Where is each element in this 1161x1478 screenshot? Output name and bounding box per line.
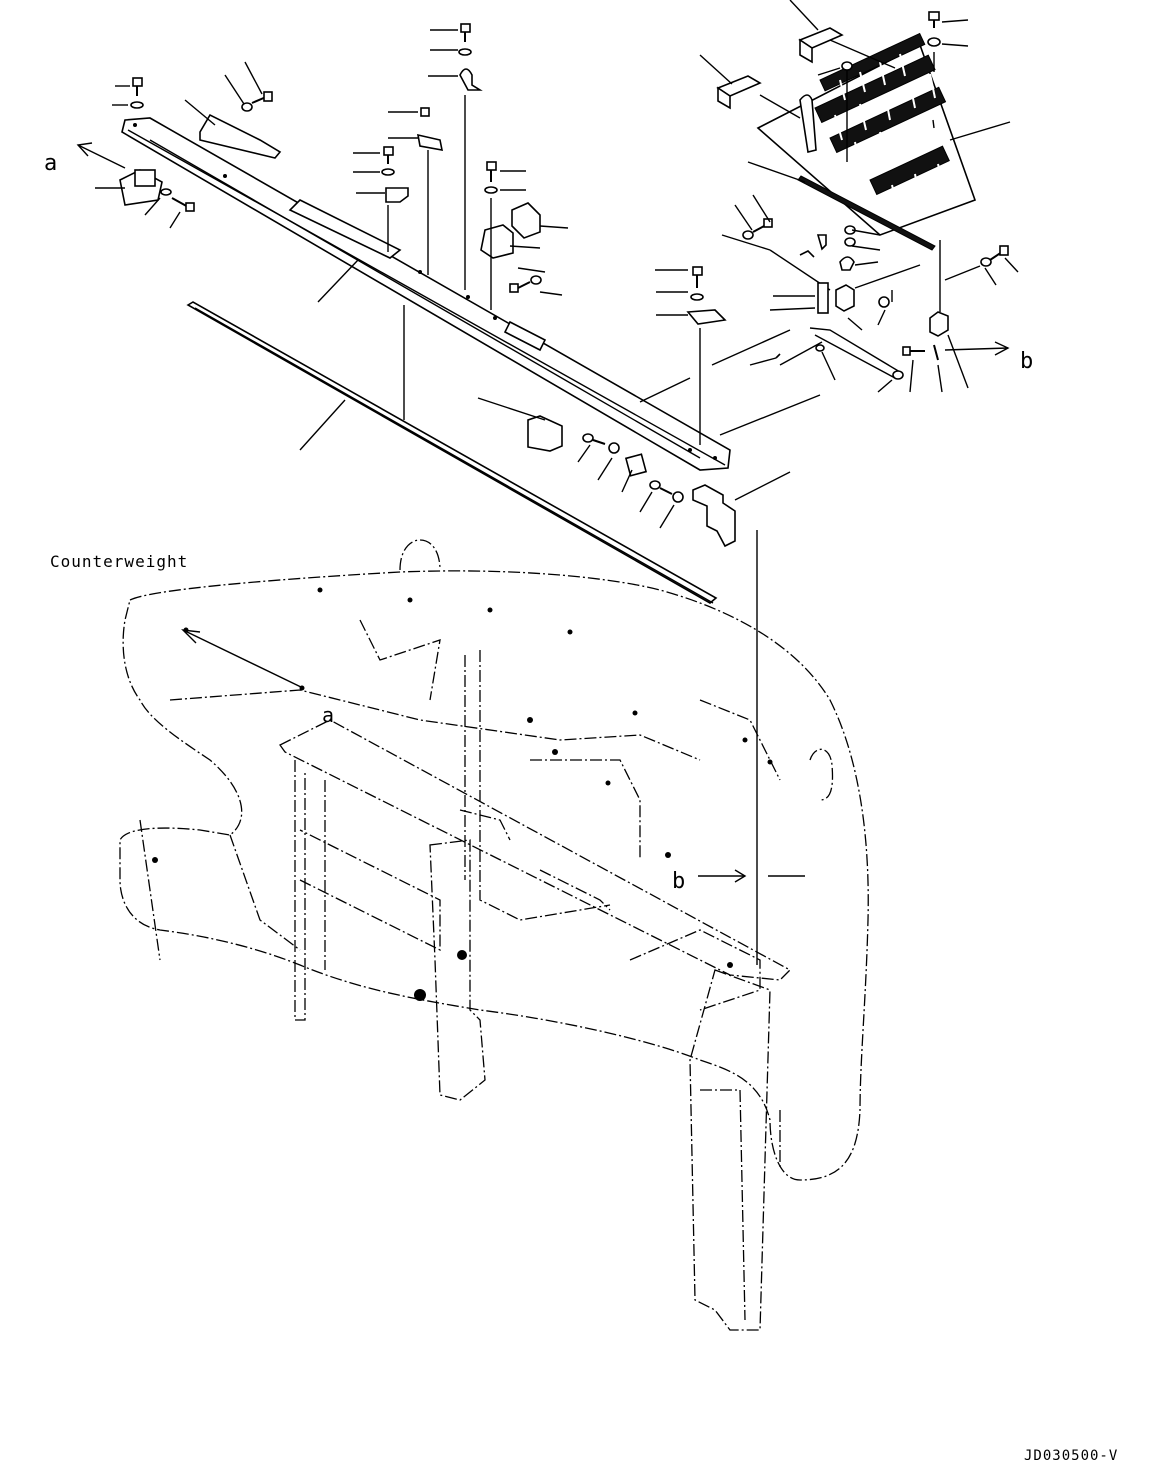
mounting-rail (121, 117, 731, 471)
bolt-icon (655, 266, 727, 445)
ref-a-bottom: a (322, 703, 334, 727)
bolt-icon (927, 11, 969, 312)
mounting-frame (279, 719, 792, 1331)
bolt-icon (480, 161, 569, 310)
bolt-icon (944, 245, 1019, 286)
bolt-icon (509, 267, 563, 296)
ref-a-top: a (44, 151, 57, 176)
bolt-icon (353, 146, 409, 252)
ref-b-top: b (1020, 349, 1033, 374)
counterweight (119, 539, 869, 1181)
bolt-icon (112, 77, 144, 109)
counterweight-label: Counterweight (50, 552, 188, 571)
bolt-icon (144, 188, 195, 229)
seal-strip-right (747, 161, 936, 251)
bolt-icon (428, 23, 483, 290)
seal-strip (186, 259, 718, 604)
bracket-icon (477, 397, 648, 493)
bracket-icon (184, 61, 282, 159)
lock-mechanism (721, 194, 969, 393)
bolt-icon (639, 480, 684, 529)
grating-icon (756, 32, 1011, 236)
arrow-icon (76, 142, 126, 169)
left-end-bracket (95, 169, 163, 206)
arrow-icon (944, 341, 1010, 356)
bracket-icon (789, 0, 896, 69)
bracket-icon (692, 471, 791, 548)
bracket-icon (699, 54, 801, 119)
arrow-icon (181, 629, 304, 689)
handle (799, 94, 817, 153)
ref-b-bottom: b (672, 869, 685, 894)
drawing-code: JD030500-V (1024, 1448, 1118, 1464)
bolt-icon (388, 107, 444, 275)
bolt-icon (817, 61, 853, 162)
arrow-icon (698, 869, 805, 883)
